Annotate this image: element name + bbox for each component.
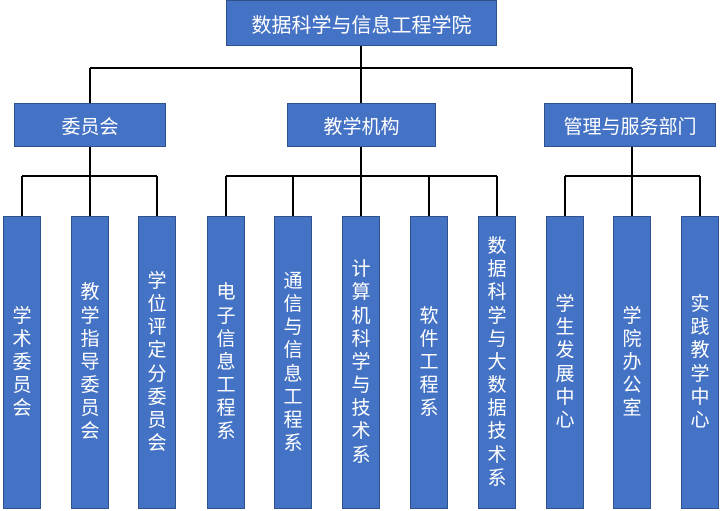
branch-management: 管理与服务部门 xyxy=(544,103,716,147)
unit-practice-teaching-center: 实践教学中心 xyxy=(681,216,719,509)
unit-label-char: 息 xyxy=(283,362,303,385)
unit-label-char: 算 xyxy=(351,281,371,304)
unit-label-char: 程 xyxy=(419,374,439,397)
unit-label-char: 数 xyxy=(487,235,507,258)
unit-student-development-center: 学生发展中心 xyxy=(546,216,584,509)
unit-label-char: 委 xyxy=(12,350,32,373)
unit-label-char: 学 xyxy=(147,269,167,292)
unit-label-char: 心 xyxy=(690,408,710,431)
unit-label-char: 员 xyxy=(147,408,167,431)
unit-label-char: 机 xyxy=(351,304,371,327)
branch-committee: 委员会 xyxy=(14,103,166,147)
unit-label-char: 教 xyxy=(80,281,100,304)
unit-label-char: 工 xyxy=(419,350,439,373)
unit-label-char: 分 xyxy=(147,362,167,385)
unit-label-char: 息 xyxy=(216,350,236,373)
unit-label-char: 技 xyxy=(487,420,507,443)
unit-label-char: 工 xyxy=(283,385,303,408)
unit-label-char: 数 xyxy=(487,374,507,397)
unit-label-char: 中 xyxy=(555,385,575,408)
unit-label-char: 系 xyxy=(283,432,303,455)
unit-label-char: 实 xyxy=(690,292,710,315)
unit-label-char: 系 xyxy=(487,466,507,489)
unit-label-char: 发 xyxy=(555,339,575,362)
unit-label-char: 学 xyxy=(555,292,575,315)
unit-label-char: 与 xyxy=(487,327,507,350)
unit-label-char: 与 xyxy=(351,374,371,397)
unit-label-char: 委 xyxy=(80,374,100,397)
unit-label-char: 员 xyxy=(12,374,32,397)
unit-label-char: 信 xyxy=(283,292,303,315)
unit-label-char: 定 xyxy=(147,339,167,362)
unit-label-char: 指 xyxy=(80,327,100,350)
unit-electronic-info-dept: 电子信息工程系 xyxy=(207,216,245,509)
unit-label-char: 室 xyxy=(622,397,642,420)
unit-label-char: 程 xyxy=(283,408,303,431)
unit-label-char: 会 xyxy=(80,420,100,443)
unit-academic-committee: 学术委员会 xyxy=(3,216,41,509)
unit-label-char: 践 xyxy=(690,316,710,339)
unit-label-char: 学 xyxy=(12,304,32,327)
unit-software-dept: 软件工程系 xyxy=(410,216,448,509)
unit-label-char: 学 xyxy=(622,304,642,327)
unit-label-char: 通 xyxy=(283,269,303,292)
unit-label-char: 子 xyxy=(216,304,236,327)
unit-label-char: 科 xyxy=(487,281,507,304)
unit-label-char: 计 xyxy=(351,258,371,281)
unit-label-char: 委 xyxy=(147,385,167,408)
unit-communication-dept: 通信与信息工程系 xyxy=(274,216,312,509)
unit-label-char: 教 xyxy=(690,339,710,362)
unit-label-char: 据 xyxy=(487,397,507,420)
unit-label-char: 程 xyxy=(216,397,236,420)
unit-data-science-dept: 数据科学与大数据技术系 xyxy=(478,216,516,509)
unit-label-char: 电 xyxy=(216,281,236,304)
unit-label-char: 中 xyxy=(690,385,710,408)
unit-label-char: 信 xyxy=(283,339,303,362)
unit-label-char: 术 xyxy=(12,327,32,350)
unit-label-char: 术 xyxy=(487,443,507,466)
unit-label-char: 员 xyxy=(80,397,100,420)
root-node: 数据科学与信息工程学院 xyxy=(226,0,497,46)
unit-label-char: 技 xyxy=(351,397,371,420)
unit-label-char: 导 xyxy=(80,350,100,373)
unit-label-char: 会 xyxy=(12,397,32,420)
unit-label-char: 件 xyxy=(419,327,439,350)
unit-label-char: 大 xyxy=(487,350,507,373)
unit-label-char: 学 xyxy=(690,362,710,385)
unit-label-char: 学 xyxy=(80,304,100,327)
unit-label-char: 信 xyxy=(216,327,236,350)
unit-label-char: 软 xyxy=(419,304,439,327)
unit-label-char: 办 xyxy=(622,350,642,373)
unit-label-char: 会 xyxy=(147,432,167,455)
unit-label-char: 系 xyxy=(351,443,371,466)
unit-label-char: 工 xyxy=(216,374,236,397)
unit-label-char: 科 xyxy=(351,327,371,350)
unit-label-char: 系 xyxy=(419,397,439,420)
unit-computer-science-dept: 计算机科学与技术系 xyxy=(342,216,380,509)
unit-label-char: 学 xyxy=(487,304,507,327)
unit-degree-committee: 学位评定分委员会 xyxy=(138,216,176,509)
unit-label-char: 据 xyxy=(487,258,507,281)
unit-label-char: 展 xyxy=(555,362,575,385)
unit-label-char: 生 xyxy=(555,316,575,339)
unit-label-char: 系 xyxy=(216,420,236,443)
unit-label-char: 学 xyxy=(351,350,371,373)
unit-label-char: 与 xyxy=(283,316,303,339)
branch-teaching: 教学机构 xyxy=(287,103,436,147)
unit-label-char: 术 xyxy=(351,420,371,443)
unit-label-char: 院 xyxy=(622,327,642,350)
unit-teaching-guidance-committee: 教学指导委员会 xyxy=(71,216,109,509)
unit-label-char: 评 xyxy=(147,316,167,339)
unit-college-office: 学院办公室 xyxy=(613,216,651,509)
unit-label-char: 心 xyxy=(555,408,575,431)
unit-label-char: 公 xyxy=(622,374,642,397)
unit-label-char: 位 xyxy=(147,292,167,315)
